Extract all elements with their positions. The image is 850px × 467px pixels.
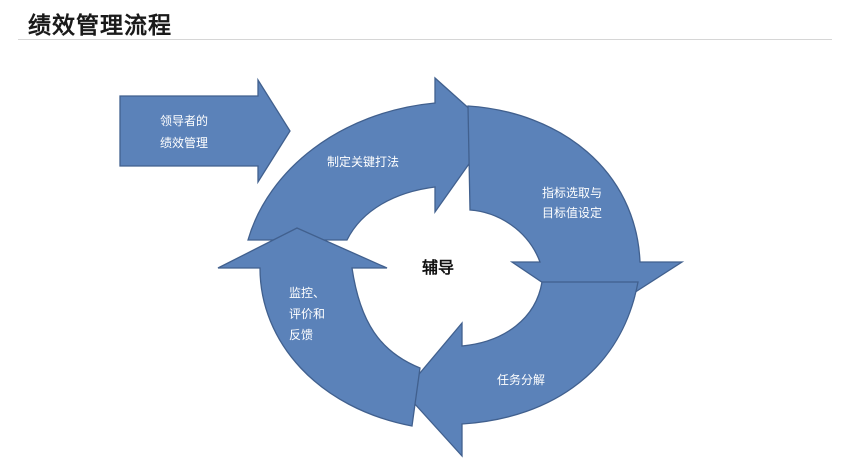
step-label-left-line1: 监控、: [289, 286, 325, 300]
step-label-right-line1: 指标选取与: [542, 185, 602, 200]
step-label-top: 制定关键打法: [327, 154, 399, 169]
center-label: 辅导: [422, 258, 454, 277]
step-label-left-line3: 反馈: [289, 328, 313, 342]
cycle-segment-top: [247, 76, 494, 241]
title-divider: [18, 39, 832, 40]
page-title: 绩效管理流程: [28, 12, 172, 39]
cycle-segment-left: [217, 227, 421, 427]
cycle-segment-bottom: [403, 281, 639, 458]
step-label-left-line2: 评价和: [289, 307, 325, 321]
leader-arrow: [119, 77, 291, 185]
step-label-bottom: 任务分解: [497, 372, 545, 387]
cycle-segment-right: [467, 105, 685, 319]
step-label-right-line2: 目标值设定: [542, 205, 602, 220]
leader-label-line1: 领导者的: [160, 113, 208, 128]
leader-label-line2: 绩效管理: [160, 135, 208, 150]
